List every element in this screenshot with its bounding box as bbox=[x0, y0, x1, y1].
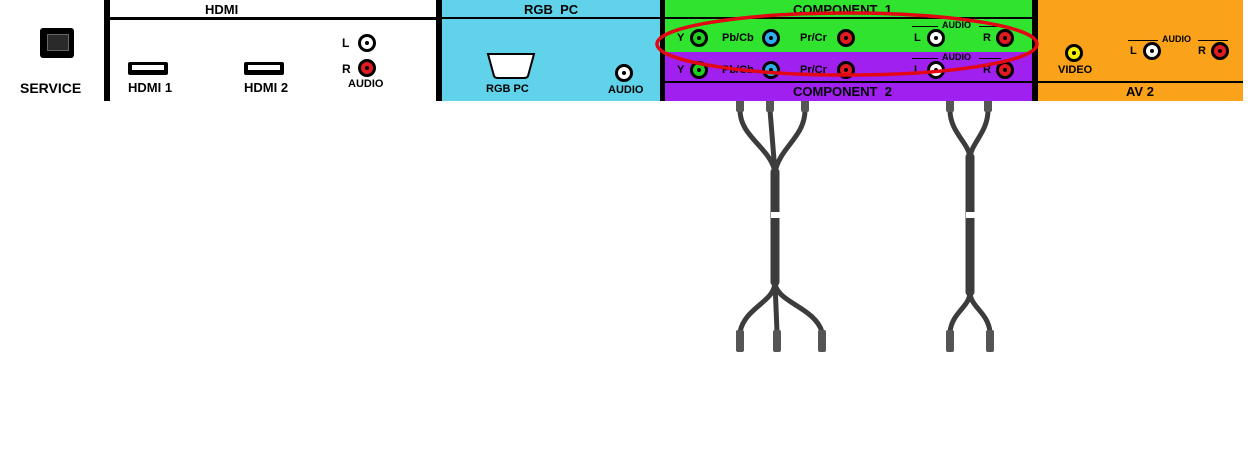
component-video-cable-icon bbox=[736, 92, 826, 352]
rgb-pc-port-label: RGB PC bbox=[486, 83, 529, 95]
stereo-audio-cable-icon bbox=[946, 92, 994, 352]
component-1-pr-jack[interactable] bbox=[837, 29, 855, 47]
component-1-audio-left-jack[interactable] bbox=[927, 29, 945, 47]
component-1-pb-label: Pb/Cb bbox=[722, 32, 754, 44]
hdmi-audio-right-label: R bbox=[342, 62, 351, 76]
av2-audio-left-jack[interactable] bbox=[1143, 42, 1161, 60]
av2-right-label: R bbox=[1198, 45, 1206, 57]
rgb-pc-audio-label: AUDIO bbox=[608, 84, 644, 96]
av2-audio-right-jack[interactable] bbox=[1211, 42, 1229, 60]
audio-cable bbox=[930, 92, 1010, 357]
hdmi-audio-right-jack[interactable] bbox=[358, 59, 376, 77]
hdmi-section: HDMI HDMI 1 HDMI 2 L R AUDIO bbox=[110, 0, 436, 101]
component-cable bbox=[720, 92, 840, 357]
component-2-left-label: L bbox=[914, 64, 921, 76]
rgb-pc-header: RGB PC bbox=[524, 2, 579, 17]
hdmi-1-port[interactable] bbox=[128, 62, 168, 75]
service-section: SERVICE bbox=[0, 0, 104, 101]
rgb-pc-audio-jack[interactable] bbox=[615, 64, 633, 82]
hdmi-audio-left-jack[interactable] bbox=[358, 34, 376, 52]
component-1-audio-label: AUDIO bbox=[942, 20, 971, 30]
av2-audio-label: AUDIO bbox=[1162, 34, 1191, 44]
component-1-y-jack[interactable] bbox=[690, 29, 708, 47]
component-1-pr-label: Pr/Cr bbox=[800, 32, 827, 44]
component-1-audio-right-jack[interactable] bbox=[996, 29, 1014, 47]
av2-video-jack[interactable] bbox=[1065, 44, 1083, 62]
av2-section: VIDEO AUDIO L R AV 2 bbox=[1038, 0, 1243, 101]
hdmi-audio-label: AUDIO bbox=[348, 78, 384, 90]
vga-port[interactable] bbox=[486, 52, 536, 80]
hdmi-2-label: HDMI 2 bbox=[244, 80, 289, 95]
component-1-highlight-ellipse bbox=[655, 11, 1039, 77]
component-1-pb-jack[interactable] bbox=[762, 29, 780, 47]
component-1-right-label: R bbox=[983, 32, 991, 44]
component-1-section: COMPONENT 1 Y Pb/Cb Pr/Cr AUDIO L R bbox=[665, 0, 1032, 52]
service-label: SERVICE bbox=[20, 80, 82, 96]
hdmi-1-label: HDMI 1 bbox=[128, 80, 173, 95]
hdmi-2-port[interactable] bbox=[244, 62, 284, 75]
av2-video-label: VIDEO bbox=[1058, 64, 1093, 76]
component-2-y-label: Y bbox=[677, 64, 685, 76]
service-port-icon bbox=[40, 28, 74, 58]
component-2-audio-label: AUDIO bbox=[942, 52, 971, 62]
av2-left-label: L bbox=[1130, 45, 1137, 57]
tv-back-panel: SERVICE HDMI HDMI 1 HDMI 2 L R AUDIO RGB… bbox=[0, 0, 1243, 101]
component-2-right-label: R bbox=[983, 64, 991, 76]
component-1-y-label: Y bbox=[677, 32, 685, 44]
rgb-pc-section: RGB PC RGB PC AUDIO bbox=[442, 0, 660, 101]
hdmi-header: HDMI bbox=[205, 2, 239, 17]
component-2-footer: COMPONENT 2 bbox=[793, 84, 892, 99]
component-1-left-label: L bbox=[914, 32, 921, 44]
hdmi-audio-left-label: L bbox=[342, 36, 350, 50]
av2-footer: AV 2 bbox=[1126, 84, 1154, 99]
